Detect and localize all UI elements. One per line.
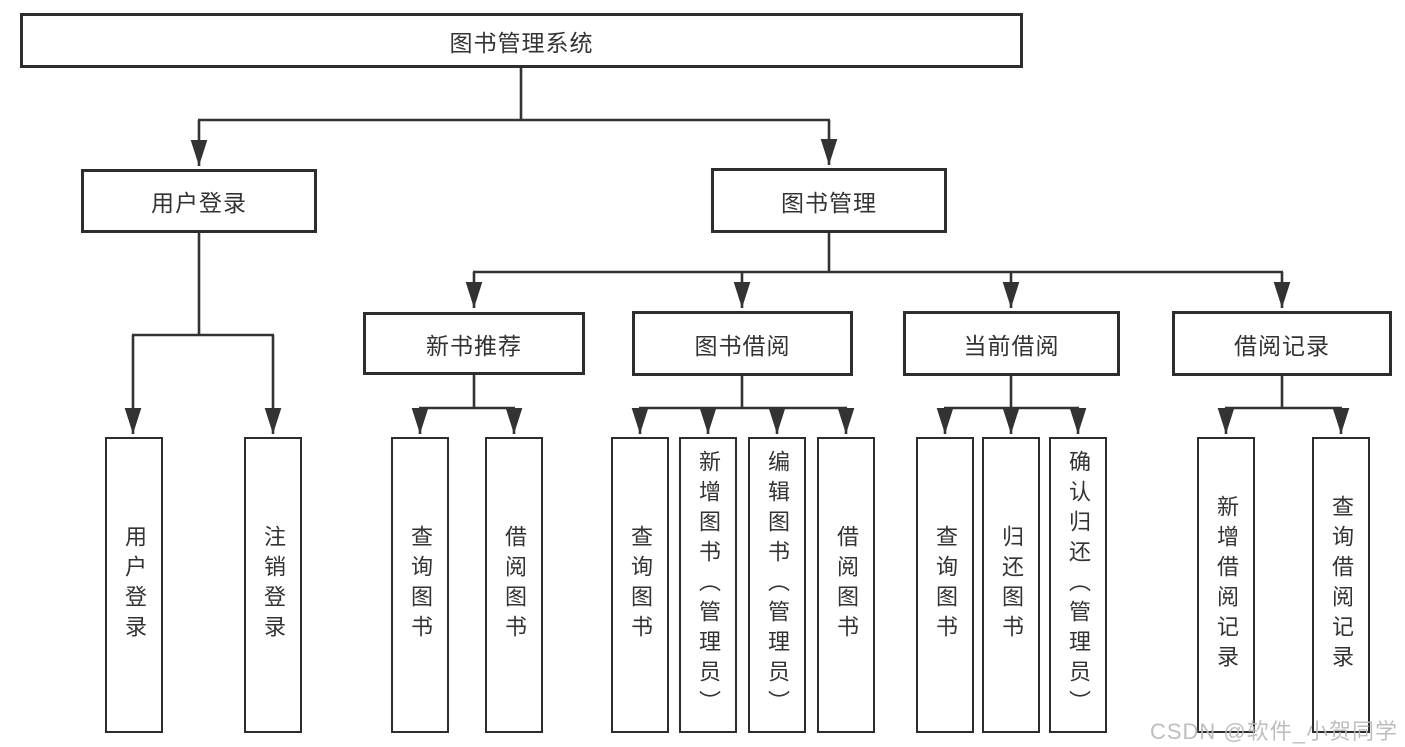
leaf-records-add-record: 新增借阅记录 (1197, 437, 1255, 733)
node-borrow-records: 借阅记录 (1172, 311, 1392, 376)
node-label: 图书借阅 (694, 332, 791, 359)
leaf-label: 查询借阅记录 (1329, 495, 1354, 675)
leaf-logout: 注销登录 (244, 437, 302, 733)
connector-bookmgmt-to-level3 (465, 230, 1291, 308)
node-label: 图书管理 (781, 189, 877, 216)
leaf-label: 借阅图书 (834, 525, 859, 645)
node-label: 当前借阅 (963, 332, 1060, 359)
csdn-watermark: CSDN @软件_小贺同学 (1149, 719, 1398, 744)
leaf-label: 新增借阅记录 (1214, 495, 1239, 675)
leaf-current-confirm-return-admin: 确认归还（管理员） (1049, 437, 1107, 733)
leaf-label: 注销登录 (261, 525, 286, 645)
leaf-current-return-books: 归还图书 (982, 437, 1040, 733)
leaf-label: 确认归还（管理员） (1066, 450, 1091, 720)
leaf-label: 用户登录 (122, 525, 147, 645)
node-new-book-recommend: 新书推荐 (363, 312, 585, 375)
node-user-login: 用户登录 (81, 169, 317, 233)
leaf-label: 查询图书 (933, 525, 958, 645)
connector-userlogin-to-leaves (124, 230, 282, 434)
node-label: 用户登录 (151, 190, 247, 216)
leaf-label: 查询图书 (408, 525, 433, 645)
node-current-borrow: 当前借阅 (903, 311, 1120, 376)
leaf-label: 归还图书 (999, 525, 1024, 645)
leaf-newbook-borrow-books: 借阅图书 (485, 437, 543, 733)
node-label: 新书推荐 (426, 332, 522, 359)
node-label: 借阅记录 (1234, 332, 1330, 359)
connector-currentborrow-to-leaves (936, 374, 1087, 434)
leaf-label: 借阅图书 (502, 525, 527, 645)
node-system-root: 图书管理系统 (20, 13, 1023, 68)
leaf-label: 查询图书 (628, 525, 653, 645)
leaf-label: 编辑图书（管理员） (765, 450, 790, 720)
leaf-user-login: 用户登录 (105, 437, 163, 733)
leaf-newbook-query-books: 查询图书 (391, 437, 449, 733)
connector-borrowrecords-to-leaves (1217, 374, 1350, 434)
connector-bookborrow-to-leaves (631, 374, 855, 434)
leaf-borrow-borrow-books: 借阅图书 (817, 437, 875, 733)
connector-newbook-to-leaves (411, 373, 523, 434)
leaf-records-query-record: 查询借阅记录 (1312, 437, 1370, 733)
leaf-borrow-query-books: 查询图书 (611, 437, 669, 733)
leaf-borrow-add-books-admin: 新增图书（管理员） (679, 437, 737, 733)
connector-root-to-level2 (190, 66, 838, 166)
node-book-management: 图书管理 (711, 168, 947, 233)
leaf-current-query-books: 查询图书 (916, 437, 974, 733)
node-label: 图书管理系统 (449, 29, 594, 56)
leaf-label: 新增图书（管理员） (696, 450, 721, 720)
leaf-borrow-edit-books-admin: 编辑图书（管理员） (748, 437, 806, 733)
node-book-borrow: 图书借阅 (632, 311, 853, 376)
